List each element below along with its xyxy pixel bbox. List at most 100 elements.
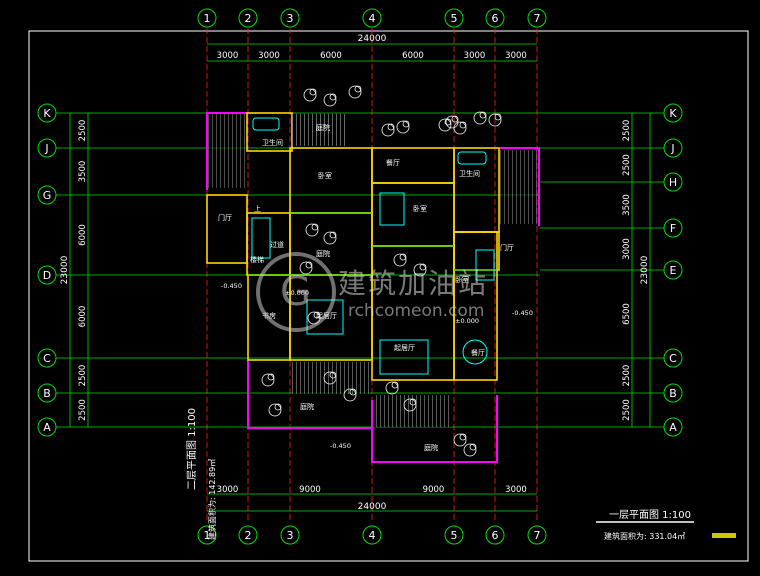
dim-right-segment-1: 2500: [622, 154, 632, 176]
plan2-area: 建筑面积为: 142.89㎡: [207, 459, 217, 540]
dim-top-segment-3: 6000: [402, 51, 424, 61]
room-label-court-bottom-right: 庭院: [424, 443, 438, 452]
level-center: ±0.000: [285, 289, 309, 297]
dim-left-segment-4: 2500: [78, 365, 88, 387]
axis-bubble-top-6: [485, 8, 505, 28]
boundary-right-terrace: [500, 147, 540, 226]
room-label-living-right: 起居厅: [394, 344, 415, 352]
tree-icon-detail: [494, 113, 502, 121]
row-label-right-E: E: [670, 264, 677, 277]
tree-icon: [323, 231, 337, 245]
axis-bubble-bottom-1: [197, 525, 217, 545]
row-label-left-D: D: [43, 269, 51, 282]
tree-icon-detail: [479, 111, 487, 119]
wall-block-ne: [371, 147, 455, 184]
dim-left-segment-3: 6000: [78, 306, 88, 328]
dim-right-overall: 23000: [640, 255, 650, 284]
axis-label-top-2: 2: [245, 12, 252, 25]
sofa-right: [379, 339, 429, 375]
watermark: G 建筑加油站 rchcomeon.com: [256, 252, 488, 332]
dim-top-segment-2: 6000: [320, 51, 342, 61]
tree-icon-detail: [309, 88, 317, 96]
room-label-bedroom-right-large: 卧室: [455, 275, 469, 284]
tree-icon-detail: [391, 381, 399, 389]
axis-bubble-bottom-2: [238, 525, 258, 545]
dim-right-segment-4: 6500: [622, 303, 632, 325]
dim-left-segment-2: 6000: [78, 224, 88, 246]
room-label-dining: 餐厅: [471, 348, 485, 357]
tree-icon: [488, 113, 502, 127]
axis-label-top-4: 4: [369, 12, 376, 25]
tree-icon-detail: [329, 231, 337, 239]
dim-top-overall: 24000: [358, 34, 387, 44]
row-label-right-B: B: [669, 387, 677, 400]
dim-bottom-segment-0: 3000: [217, 485, 239, 495]
axis-label-bottom-5: 5: [451, 529, 458, 542]
wall-block-center: [289, 147, 373, 214]
row-label-left-G: G: [43, 189, 52, 202]
row-bubble-left-B: [37, 383, 57, 403]
tree-icon-detail: [387, 123, 395, 131]
axis-label-top-5: 5: [451, 12, 458, 25]
terrace-hatch-left: [208, 114, 246, 188]
dim-bottom-segment-2: 9000: [423, 485, 445, 495]
axis-label-bottom-3: 3: [287, 529, 294, 542]
tree-icon: [268, 403, 282, 417]
tree-icon: [453, 433, 467, 447]
level-center-right: ±0.000: [455, 317, 479, 325]
dim-left-segment-0: 2500: [78, 120, 88, 142]
axis-bubble-bottom-5: [444, 525, 464, 545]
axis-label-bottom-1: 1: [204, 529, 211, 542]
row-label-left-J: J: [44, 142, 48, 155]
tree-icon: [396, 120, 410, 134]
tree-icon-detail: [459, 433, 467, 441]
watermark-url: rchcomeon.com: [348, 301, 484, 321]
tree-icon-detail: [459, 121, 467, 129]
row-label-right-A: A: [669, 421, 677, 434]
tree-icon: [323, 93, 337, 107]
dim-top-segment-1: 3000: [258, 51, 280, 61]
plan1-title: 一层平面图 1:100: [609, 509, 691, 521]
boundary-top-left: [206, 112, 248, 190]
axis-bubble-top-3: [280, 8, 300, 28]
tree-icon: [343, 388, 357, 402]
dim-top-segment-5: 3000: [505, 51, 527, 61]
row-label-right-J: J: [670, 142, 674, 155]
tree-icon: [348, 85, 362, 99]
tree-icon-detail: [329, 93, 337, 101]
row-bubble-right-H: [663, 172, 683, 192]
tree-icon-detail: [469, 443, 477, 451]
row-label-left-B: B: [43, 387, 51, 400]
row-bubble-right-E: [663, 260, 683, 280]
tree-icon: [473, 111, 487, 125]
row-bubble-left-C: [37, 348, 57, 368]
row-label-left-K: K: [43, 107, 51, 120]
small-stamp: [712, 533, 736, 538]
dim-top-segment-0: 3000: [217, 51, 239, 61]
row-bubble-left-G: [37, 185, 57, 205]
dim-right-segment-6: 2500: [622, 399, 632, 421]
wall-block-bed: [371, 182, 455, 247]
tree-icon-detail: [267, 373, 275, 381]
axis-bubble-top-7: [527, 8, 547, 28]
room-label-up: 上: [254, 204, 261, 213]
axis-label-top-7: 7: [534, 12, 541, 25]
axis-bubble-bottom-6: [485, 525, 505, 545]
tree-icon: [261, 373, 275, 387]
bed-main: [379, 192, 405, 226]
row-bubble-right-F: [663, 218, 683, 238]
room-label-foyer: 门厅: [218, 213, 232, 222]
terrace-hatch-bottom-left: [292, 362, 370, 394]
tree-icon: [413, 263, 427, 277]
watermark-cn: 建筑加油站: [338, 267, 488, 300]
terrace-hatch-top: [292, 114, 347, 146]
axis-bubble-top-1: [197, 8, 217, 28]
tree-icon: [323, 371, 337, 385]
dim-right-segment-5: 2500: [622, 365, 632, 387]
bathtub-right: [457, 151, 487, 165]
room-label-court-top: 庭院: [316, 123, 330, 132]
drawing-frame: [28, 30, 749, 562]
axis-label-bottom-7: 7: [534, 529, 541, 542]
